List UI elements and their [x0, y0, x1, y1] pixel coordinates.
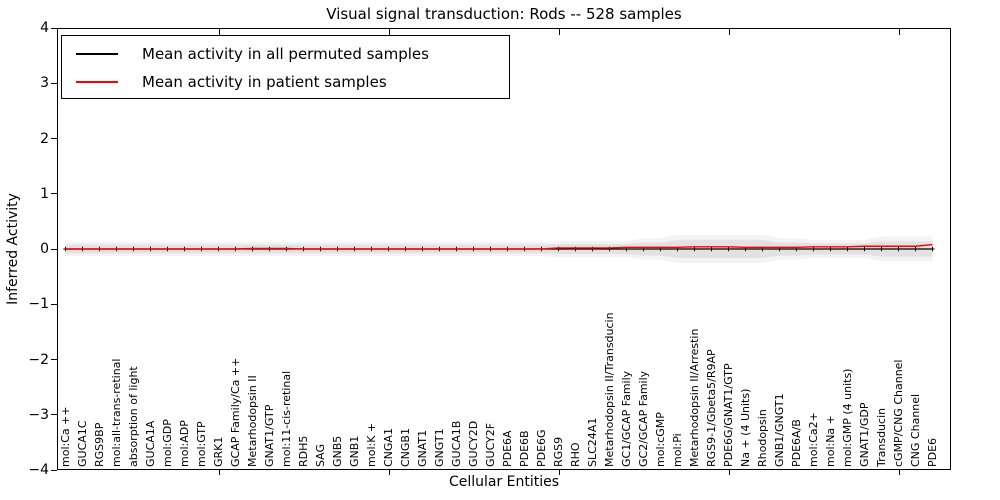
y-tick-mark: [51, 193, 57, 195]
chart-title: Visual signal transduction: Rods -- 528 …: [326, 5, 682, 23]
x-tick-mark-bottom: [388, 470, 390, 475]
y-tick-label: 2: [40, 130, 49, 147]
patient-line-swatch: [76, 81, 118, 83]
y-tick-mark: [51, 469, 57, 471]
y-tick-mark: [51, 138, 57, 139]
x-axis-label: Cellular Entities: [448, 474, 560, 490]
x-tick-mark-top: [388, 29, 390, 35]
y-tick-label: −4: [28, 462, 49, 478]
y-tick-mark: [51, 248, 57, 250]
y-tick-mark: [51, 414, 57, 416]
y-tick-label: −3: [28, 406, 49, 423]
y-tick-label: −2: [28, 351, 49, 368]
y-tick-mark: [51, 27, 57, 29]
y-tick-label: 3: [40, 75, 49, 92]
chart-canvas: [63, 234, 935, 264]
y-tick-label: 4: [40, 20, 49, 36]
legend-entry-permuted: Mean activity in all permuted samples: [62, 40, 429, 68]
legend-label: Mean activity in patient samples: [142, 73, 387, 91]
x-tick-mark-bottom: [898, 470, 900, 475]
x-tick-mark-top: [728, 29, 730, 35]
y-tick-mark: [51, 82, 57, 84]
y-tick-mark: [51, 303, 57, 305]
legend: Mean activity in all permuted samples Me…: [61, 35, 510, 99]
legend-label: Mean activity in all permuted samples: [142, 45, 429, 63]
legend-entry-patient: Mean activity in patient samples: [62, 68, 387, 96]
x-tick-mark-bottom: [558, 470, 560, 475]
x-tick-mark-top: [558, 29, 560, 35]
y-tick-mark: [51, 359, 57, 360]
patient-mean-line: [65, 243, 933, 250]
x-tick-mark-top: [898, 29, 900, 35]
x-tick-mark-top: [218, 29, 220, 35]
y-tick-label: 1: [40, 185, 49, 202]
y-tick-label: −1: [28, 296, 49, 313]
x-tick-mark-bottom: [728, 470, 730, 475]
x-tick-mark-bottom: [218, 470, 220, 475]
y-tick-label: 0: [40, 241, 49, 257]
permuted-line-swatch: [76, 53, 118, 55]
